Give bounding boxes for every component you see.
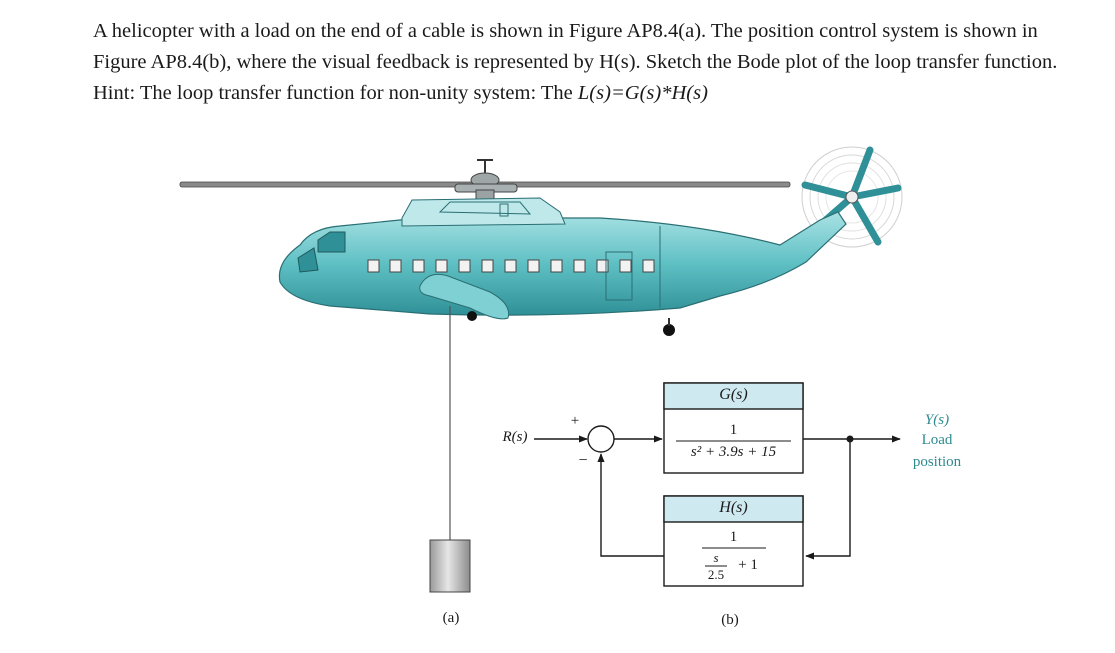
summing-junction [587, 425, 615, 453]
helicopter-illustration [179, 146, 903, 593]
hint-expression: L(s)=G(s)*H(s) [577, 82, 708, 104]
rear-wheel [663, 324, 675, 336]
h-denominator-rest: + 1 [738, 557, 758, 573]
problem-text: A helicopter with a load on the end of a… [93, 16, 1083, 109]
input-label: R(s) [502, 429, 528, 445]
figure-b-label: (b) [721, 612, 739, 628]
output-label-line2: position [912, 454, 962, 470]
h-denominator-fraction-denominator: 2.5 [707, 567, 725, 582]
output-label-line1: Load [921, 432, 953, 448]
fuselage [278, 211, 847, 316]
sum-minus-sign: − [578, 452, 588, 469]
nose-window [317, 231, 346, 253]
h-numerator: 1 [729, 529, 738, 545]
hint-prefix: Hint: The loop transfer function for non… [93, 82, 578, 104]
output-symbol: Y(s) [924, 412, 950, 428]
sum-plus-sign: + [570, 413, 580, 429]
front-wheel [467, 311, 477, 321]
g-denominator: s² + 3.9s + 15 [690, 444, 777, 460]
figure-a-label: (a) [442, 610, 460, 626]
feedback-line-left [597, 453, 664, 557]
h-block-header [663, 495, 804, 523]
sponson [419, 273, 510, 320]
suspended-load [429, 539, 471, 593]
h-block-title: H(s) [719, 499, 748, 516]
side-windows [367, 259, 655, 273]
problem-statement: A helicopter with a load on the end of a… [93, 20, 1058, 73]
g-block-title: G(s) [719, 386, 748, 403]
g-block-header [663, 382, 804, 410]
cockpit [401, 197, 566, 227]
g-numerator: 1 [729, 422, 738, 438]
h-denominator-fraction-numerator: s [713, 550, 719, 565]
feedback-line-right [805, 439, 851, 560]
block-diagram [534, 382, 901, 587]
rotor-hub [454, 159, 518, 203]
hint-line: Hint: The loop transfer function for non… [93, 78, 1083, 109]
